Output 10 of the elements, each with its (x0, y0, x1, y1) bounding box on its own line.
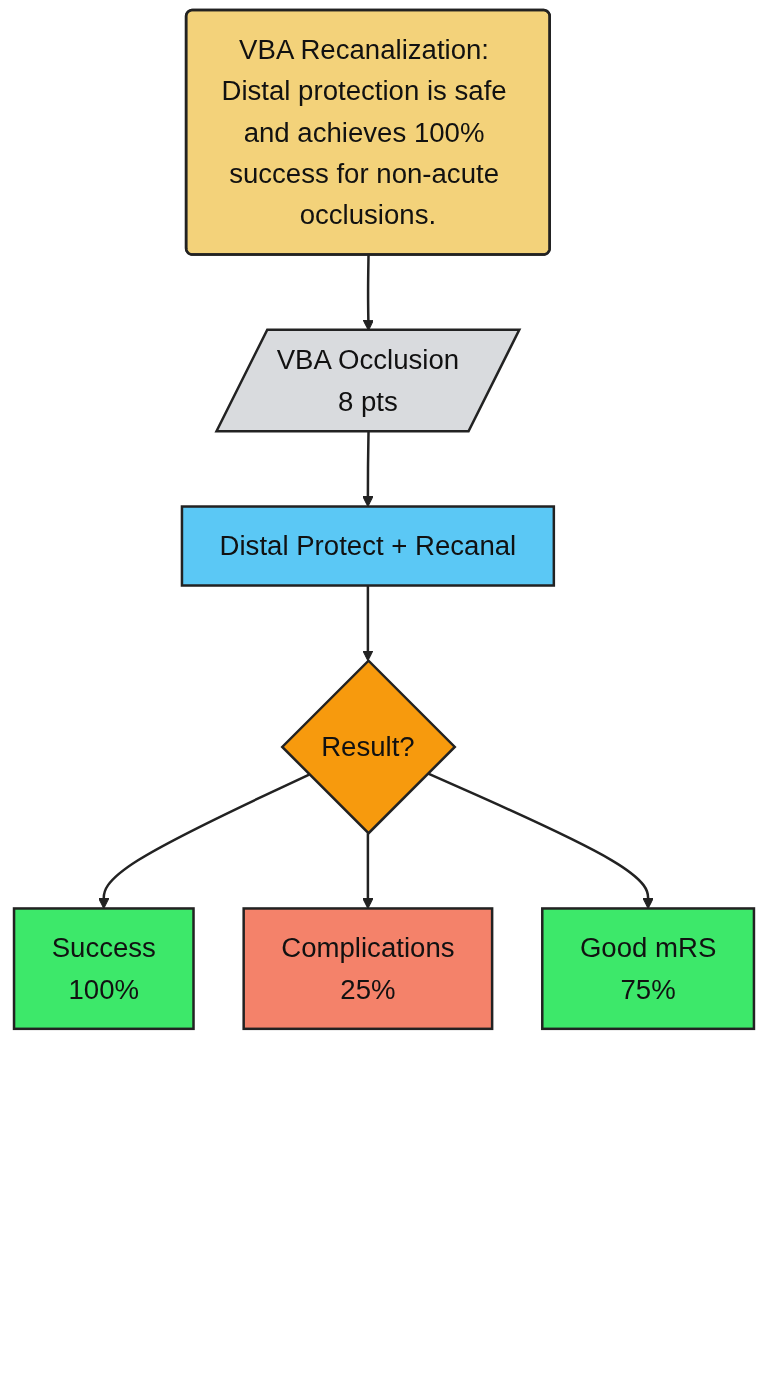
node-diamond: Result? (280, 658, 457, 835)
arrow (362, 431, 374, 507)
node-box: Good mRS 75% (541, 907, 756, 1031)
node-box: Success 100% (12, 907, 195, 1031)
node-box: Complications 25% (242, 907, 494, 1031)
arrow (427, 772, 654, 909)
arrow (362, 585, 374, 662)
arrow (98, 773, 310, 909)
node-box: Distal Protect + Recanal (180, 505, 556, 587)
arrow (362, 833, 374, 909)
